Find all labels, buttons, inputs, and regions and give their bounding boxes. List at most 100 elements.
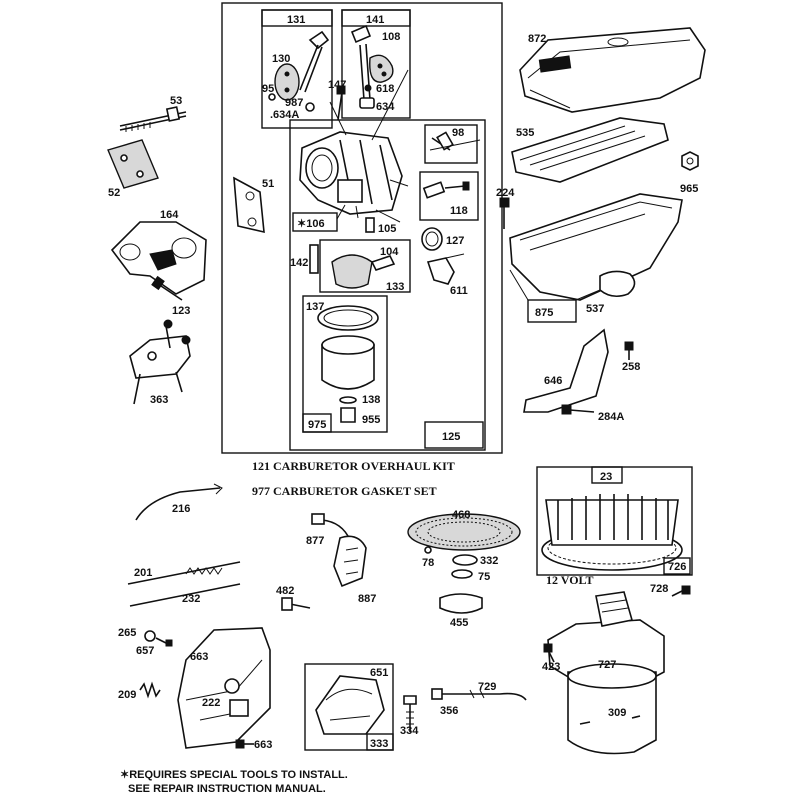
label-482: 482 [276, 585, 294, 597]
jet-105 [365, 217, 375, 233]
carburetor-body [299, 131, 403, 220]
label-333: 333 [370, 738, 388, 750]
pin-142 [309, 244, 319, 274]
starter-group [543, 585, 691, 755]
carburetor-frame-outer [221, 2, 503, 454]
spring-209 [139, 681, 161, 699]
kit-98-box [424, 124, 478, 164]
starter-pinion [595, 591, 634, 627]
part-labels: 131 141 130 108 95 987 618 634 .634A 147… [108, 14, 698, 751]
label-137: 137 [306, 301, 324, 313]
label-975: 975 [308, 419, 326, 431]
label-133: 133 [386, 281, 404, 293]
kit-118-box [419, 171, 479, 221]
label-875: 875 [535, 307, 553, 319]
label-887: 887 [358, 593, 376, 605]
choke-lever [308, 30, 330, 50]
nut-965 [681, 151, 699, 171]
kit-23-box [591, 466, 623, 484]
rotating-screen-468 [407, 513, 521, 551]
label-363: 363 [150, 394, 168, 406]
label-95: 95 [262, 83, 274, 95]
label-224: 224 [496, 187, 515, 199]
label-131: 131 [287, 14, 305, 26]
caption-overhaul-kit: 121 CARBURETOR OVERHAUL KIT [252, 459, 455, 473]
control-bracket-group [139, 627, 271, 749]
label-651: 651 [370, 667, 388, 679]
carburetor-assembly-group [221, 2, 503, 454]
label-663-lower: 663 [254, 739, 272, 751]
gasket-52 [107, 139, 159, 189]
label-728: 728 [650, 583, 668, 595]
flywheel-fan [545, 499, 679, 546]
label-125: 125 [442, 431, 460, 443]
label-535: 535 [516, 127, 534, 139]
float-bowl [321, 344, 375, 390]
float-104 [331, 254, 373, 289]
kit-133-box [319, 239, 411, 293]
label-78: 78 [422, 557, 434, 569]
control-bracket-222 [177, 627, 271, 749]
label-356: 356 [440, 705, 458, 717]
label-987: 987 [285, 97, 303, 109]
kit-726-box [663, 557, 691, 575]
carburetor-frame-inner [289, 119, 486, 451]
label-222: 222 [202, 697, 220, 709]
label-52: 52 [108, 187, 120, 199]
label-232: 232 [182, 593, 200, 605]
nut-265 [144, 630, 156, 642]
middle-parts [127, 483, 521, 614]
caption-12-volt: 12 VOLT [546, 573, 593, 587]
label-646: 646 [544, 375, 562, 387]
bowl-nut-955 [340, 407, 356, 423]
spring-201 [127, 561, 241, 585]
label-727: 727 [598, 659, 616, 671]
label-138: 138 [362, 394, 380, 406]
label-123: 123 [172, 305, 190, 317]
label-663-upper: 663 [190, 651, 208, 663]
clutch-455 [439, 593, 483, 614]
label-334: 334 [400, 725, 419, 737]
label-634a: .634A [270, 109, 299, 121]
label-147: 147 [328, 79, 346, 91]
footnote-line1: ✶REQUIRES SPECIAL TOOLS TO INSTALL. [120, 769, 348, 781]
washer-332 [452, 554, 478, 566]
link-216 [135, 487, 221, 521]
washer-138 [339, 396, 357, 404]
label-872: 872 [528, 33, 546, 45]
air-cleaner-base-875 [509, 193, 683, 301]
kit-106-box [292, 212, 338, 232]
label-209: 209 [118, 689, 136, 701]
label-118: 118 [450, 205, 468, 217]
label-955: 955 [362, 414, 380, 426]
label-537: 537 [586, 303, 604, 315]
air-cleaner-group [499, 27, 706, 415]
kit-875-box [527, 299, 577, 323]
label-729: 729 [478, 681, 496, 693]
o-ring-127 [421, 227, 443, 251]
footnote-line2: SEE REPAIR INSTRUCTION MANUAL. [128, 783, 326, 795]
label-618: 618 [376, 83, 394, 95]
filter-element-535 [511, 117, 669, 183]
label-332: 332 [480, 555, 498, 567]
kit-333-box [304, 663, 394, 751]
gasket-51 [233, 176, 265, 234]
label-98: 98 [452, 127, 464, 139]
label-634: 634 [376, 101, 395, 113]
label-468: 468 [452, 509, 470, 521]
label-284a: 284A [598, 411, 624, 423]
air-cleaner-cover-872 [519, 27, 706, 113]
bracket-333-group [304, 663, 527, 751]
label-51: 51 [262, 178, 274, 190]
kit-333-label-box [366, 733, 394, 751]
label-423: 423 [542, 661, 560, 673]
throttle-plate-108 [369, 54, 394, 83]
spring-232 [129, 583, 241, 607]
choke-plate-130 [274, 63, 300, 101]
label-726: 726 [668, 561, 686, 573]
label-258: 258 [622, 361, 640, 373]
label-216: 216 [172, 503, 190, 515]
seal-634a [305, 102, 315, 112]
label-127: 127 [446, 235, 464, 247]
